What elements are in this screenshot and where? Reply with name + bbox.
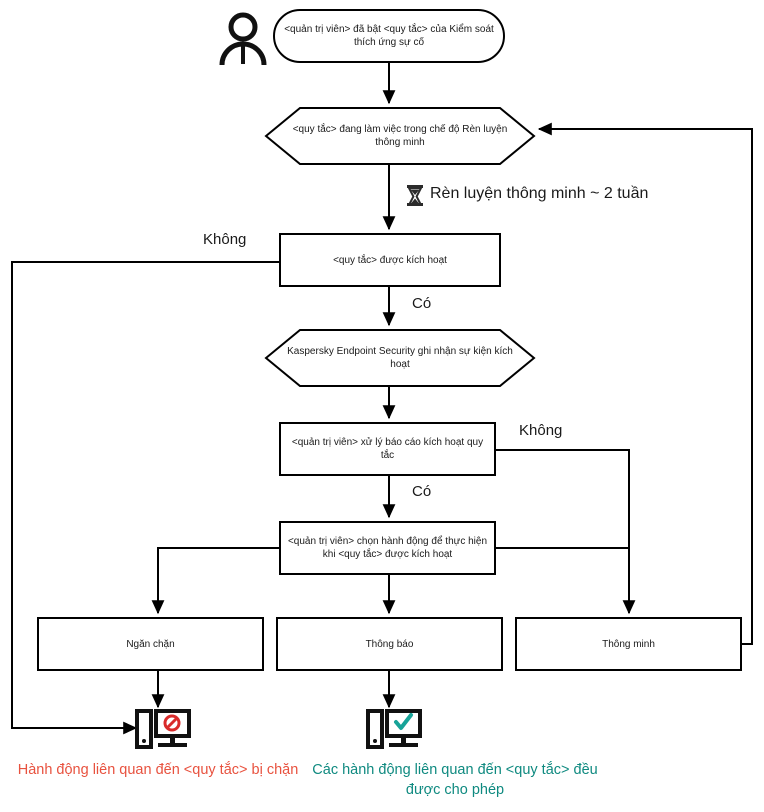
edge-report-no-to-smart: [495, 449, 636, 615]
start-terminator-shape: [273, 9, 505, 63]
edge-label-report-yes: Có: [412, 483, 432, 500]
hourglass-icon: [407, 185, 423, 206]
smart-training-duration-label: Rèn luyện thông minh ~ 2 tuần: [430, 185, 649, 202]
edge-action-to-block: [151, 547, 280, 615]
edge-label-trigger-yes: Có: [412, 295, 432, 312]
admin-processes-report-box-shape: [279, 422, 496, 476]
admin-selects-action-box-shape: [279, 521, 496, 575]
action-notify-box-shape: [276, 617, 503, 671]
computer-blocked-icon: [135, 709, 191, 749]
action-smart-box-shape: [515, 617, 742, 671]
edge-trigger-no-to-blocked: [11, 261, 280, 735]
user-actor-icon: [219, 12, 267, 66]
computer-allowed-icon: [366, 709, 422, 749]
kes-registers-event-hexagon-shape: [264, 329, 536, 387]
smart-training-hexagon-shape: [264, 107, 536, 165]
edge-label-trigger-no: Không: [203, 231, 247, 248]
blocked-outcome-caption: Hành động liên quan đến <quy tắc> bị chặ…: [17, 762, 299, 778]
rule-triggered-box-shape: [279, 233, 501, 287]
action-block-box-shape: [37, 617, 264, 671]
edge-smart-back-to-learning: [537, 122, 753, 645]
allowed-outcome-caption: Các hành động liên quan đến <quy tắc> đề…: [312, 762, 598, 798]
edge-label-report-no: Không: [519, 422, 563, 439]
